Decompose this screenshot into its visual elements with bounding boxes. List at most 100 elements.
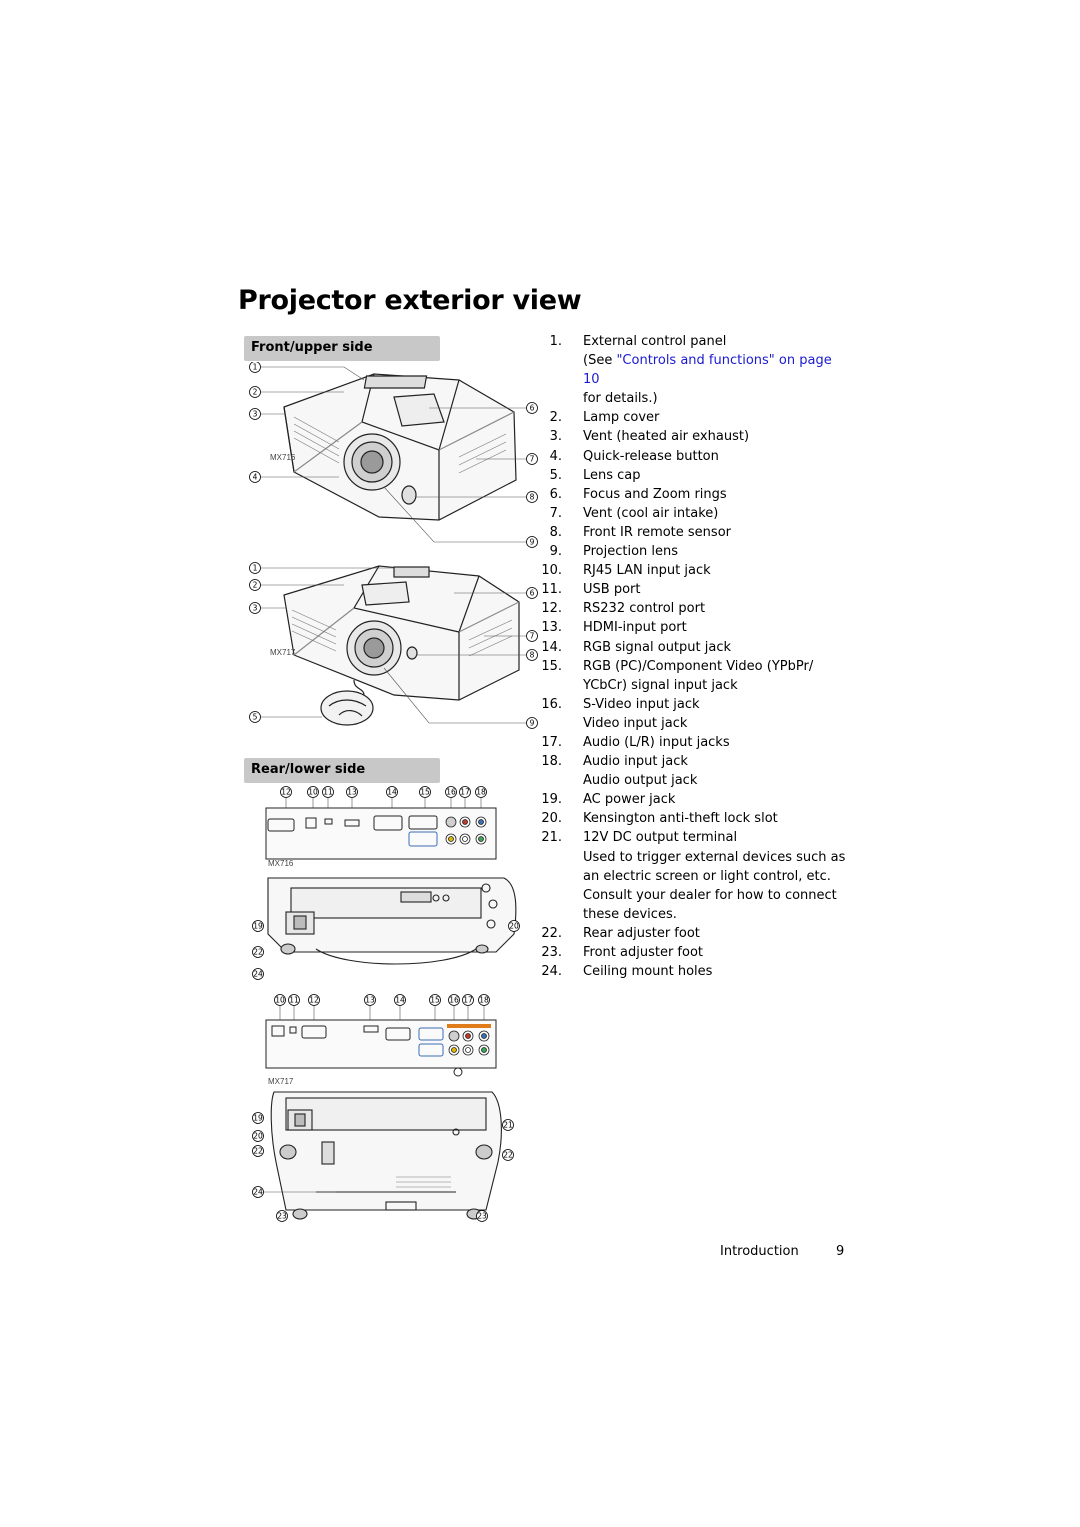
item-note: Audio output jack	[583, 773, 698, 789]
svg-text:22: 22	[253, 1147, 263, 1156]
model-label-mx716-rear: MX716	[268, 859, 294, 868]
svg-text:6: 6	[530, 404, 535, 413]
svg-text:2: 2	[253, 581, 258, 590]
list-item: 3.Vent (heated air exhaust)	[540, 427, 850, 446]
item-label: HDMI-input port	[583, 620, 687, 636]
item-number: 13.	[541, 620, 562, 636]
svg-text:17: 17	[463, 996, 473, 1005]
list-item: 7.Vent (cool air intake)	[540, 504, 850, 523]
item-number: 4.	[549, 448, 562, 464]
callout-23: 23	[276, 1210, 288, 1222]
item-label: Vent (cool air intake)	[583, 505, 719, 521]
item-note: (See "Controls and functions" on page 10	[583, 351, 850, 389]
model-label-mx717-front: MX717	[270, 648, 296, 657]
callout-12: 12	[308, 994, 320, 1006]
svg-text:7: 7	[530, 455, 535, 464]
item-number: 19.	[541, 792, 562, 808]
callout-24: 24	[252, 968, 264, 980]
item-number: 22.	[541, 925, 562, 941]
item-number: 2.	[549, 410, 562, 426]
callout-20: 20	[508, 920, 520, 932]
list-item: 2. Lamp cover	[540, 408, 850, 427]
list-item: 17.Audio (L/R) input jacks	[540, 733, 850, 752]
item-number: 20.	[541, 811, 562, 827]
projector-rear-figure-mx717: 10 11 12 13 14 15 16 17 18	[252, 994, 514, 1222]
list-item: 13. HDMI-input port	[540, 618, 850, 637]
item-label: Vent (heated air exhaust)	[583, 429, 750, 445]
svg-text:7: 7	[530, 632, 535, 641]
callout-4: 4	[249, 471, 261, 483]
list-item: 11.USB port	[540, 580, 850, 599]
item-number: 16.	[541, 696, 562, 712]
callout-20: 20	[252, 1130, 264, 1142]
callout-6: 6	[526, 402, 538, 414]
callout-16: 16	[445, 786, 457, 798]
item-label: Kensington anti-theft lock slot	[583, 811, 778, 827]
item-label: Lamp cover	[583, 410, 660, 426]
svg-text:10: 10	[275, 996, 285, 1005]
item-number: 21.	[541, 830, 562, 846]
svg-text:10: 10	[308, 788, 318, 797]
item-label: Projection lens	[583, 544, 679, 560]
page-number: 9	[836, 1244, 845, 1259]
svg-text:12: 12	[309, 996, 319, 1005]
list-item: 15.RGB (PC)/Component Video (YPbPr/YCbCr…	[540, 657, 850, 695]
list-item: 19. AC power jack	[540, 790, 850, 809]
item-label: 12V DC output terminal	[583, 830, 738, 846]
list-item: 12.RS232 control port	[540, 599, 850, 618]
svg-text:9: 9	[530, 719, 535, 728]
svg-text:2: 2	[253, 388, 258, 397]
list-item: 1. External control panel (See "Controls…	[540, 332, 850, 408]
item-label: Ceiling mount holes	[583, 964, 713, 980]
callout-10: 10	[307, 786, 319, 798]
svg-text:13: 13	[347, 788, 357, 797]
svg-text:15: 15	[420, 788, 430, 797]
section-front-upper: Front/upper side	[244, 336, 440, 361]
svg-text:17: 17	[460, 788, 470, 797]
svg-text:20: 20	[509, 922, 519, 931]
item-label: Audio input jack	[583, 754, 688, 770]
item-label: AC power jack	[583, 792, 676, 808]
controls-and-functions-link[interactable]: "Controls and functions" on page 10	[583, 353, 832, 388]
item-label: RGB (PC)/Component Video (YPbPr/	[583, 658, 814, 674]
item-note-suffix: for details.)	[583, 391, 658, 407]
item-label: Lens cap	[583, 467, 641, 483]
list-item: 6.Focus and Zoom rings	[540, 485, 850, 504]
callout-14: 14	[386, 786, 398, 798]
item-label: Rear adjuster foot	[583, 925, 700, 941]
list-item: 20. Kensington anti-theft lock slot	[540, 809, 850, 828]
callout-21: 21	[502, 1119, 514, 1131]
page-title: Projector exterior view	[238, 285, 582, 316]
callout-17: 17	[462, 994, 474, 1006]
callout-9: 9	[526, 717, 538, 729]
callout-9: 9	[526, 536, 538, 548]
svg-text:21: 21	[503, 1121, 513, 1130]
svg-text:3: 3	[253, 410, 258, 419]
svg-text:1: 1	[253, 363, 258, 372]
item-number: 10.	[541, 563, 562, 579]
list-item: 5.Lens cap	[540, 466, 850, 485]
svg-text:16: 16	[449, 996, 459, 1005]
callout-22: 22	[252, 1145, 264, 1157]
projector-front-figure-mx716: 1 2 3 4 6 7 8 9	[249, 362, 538, 548]
item-label: Front adjuster foot	[583, 945, 704, 960]
projector-rear-figure-mx716: 12 10 11 13 14 15 16 17 18	[252, 786, 520, 980]
callout-2: 2	[249, 386, 261, 398]
callout-16: 16	[448, 994, 460, 1006]
list-item: 22. Rear adjuster foot	[540, 924, 850, 943]
item-label: External control panel	[583, 334, 727, 349]
callout-6: 6	[526, 587, 538, 599]
svg-text:8: 8	[530, 493, 535, 502]
svg-text:11: 11	[289, 996, 299, 1005]
svg-text:18: 18	[479, 996, 489, 1005]
callout-24: 24	[252, 1186, 264, 1198]
item-label: Quick-release button	[583, 448, 719, 464]
svg-text:16: 16	[446, 788, 456, 797]
item-label: RJ45 LAN input jack	[583, 563, 711, 579]
item-label: Audio (L/R) input jacks	[583, 734, 730, 750]
callout-7: 7	[526, 630, 538, 642]
callout-1: 1	[249, 562, 261, 574]
callout-17: 17	[459, 786, 471, 798]
